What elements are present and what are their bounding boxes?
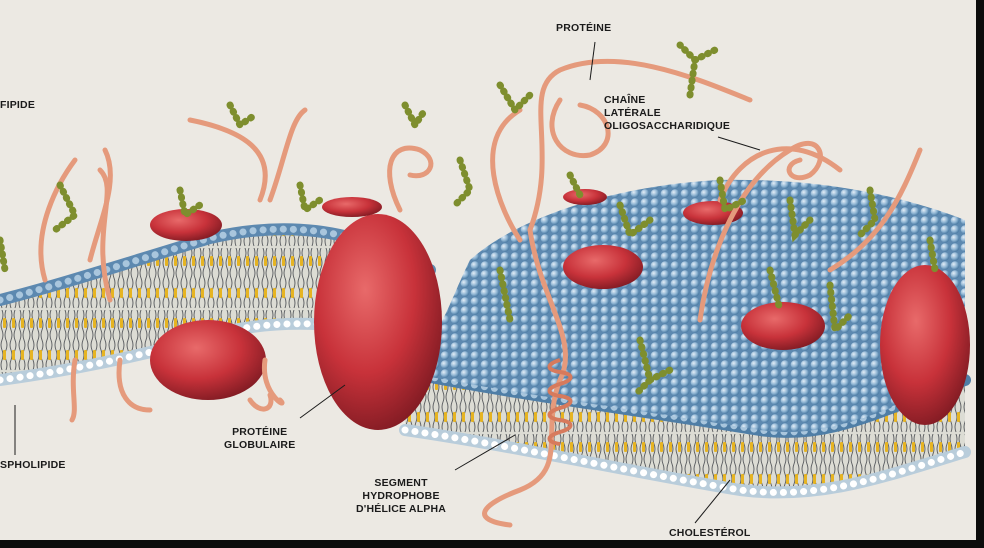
oligosaccharide-chains [0,41,939,399]
label-globulaire-line-2: GLOBULAIRE [224,439,296,451]
label-phospholipide-partial: SPHOLIPIDE [0,459,66,471]
label-chaine-line-2: LATÉRALE [604,107,661,119]
membrane-illustration [0,41,971,528]
label-chaine-line-1: CHAÎNE [604,94,646,106]
label-cholesterol: CHOLESTÉROL [669,527,751,539]
label-chaine-laterale: CHAÎNE LATÉRALE OLIGOSACCHARIDIQUE [604,94,730,133]
label-chaine-line-3: OLIGOSACCHARIDIQUE [604,120,731,132]
protein-right-edge [880,265,970,425]
label-globulaire-line-1: PROTÉINE [232,426,288,438]
label-proteine: PROTÉINE [556,22,612,34]
label-proteine-globulaire: PROTÉINE GLOBULAIRE [224,426,295,452]
pointer-lines [14,41,761,524]
globular-protein-lower-left [150,320,266,400]
protein-cap-mid [322,197,382,217]
protein-surface-4 [563,189,607,205]
left-bilayer-body [0,229,430,380]
label-segment-line-1: SEGMENT [374,477,428,489]
label-segment-line-2: HYDROPHOBE [362,490,440,502]
diagram-frame: PROTÉINE CHAÎNE LATÉRALE OLIGOSACCHARIDI… [0,0,976,540]
protein-cap-left [150,209,222,241]
protein-chains [38,58,923,528]
label-segment-hydrophobe: SEGMENT HYDROPHOBE D'HÉLICE ALPHA [356,477,446,516]
protein-surface-2 [741,302,825,350]
label-segment-line-3: D'HÉLICE ALPHA [356,503,447,515]
membrane-top-surface [405,179,965,432]
alpha-helix-coil [547,358,573,446]
protein-surface-1 [563,245,643,289]
label-glycolipide-partial: FIPIDE [0,99,36,111]
globular-protein-large [314,214,442,430]
